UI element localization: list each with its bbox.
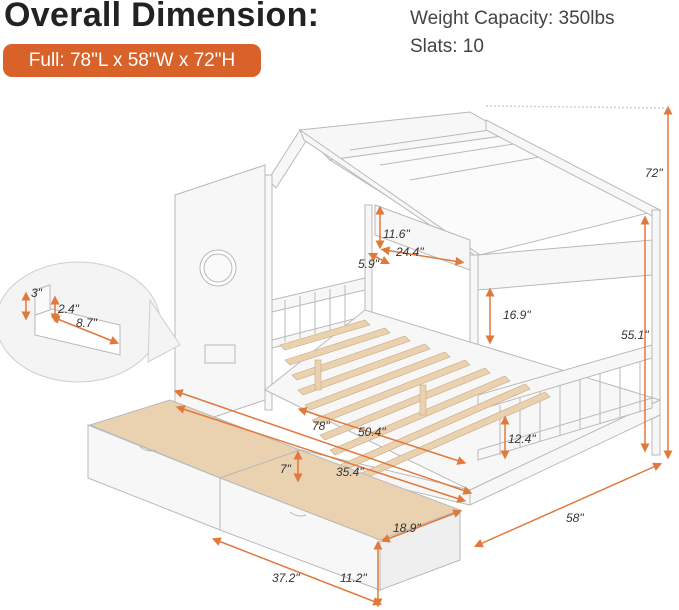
dim-window-height: 11.6" [383,227,410,241]
dim-side-height: 55.1" [621,328,649,342]
dim-detail-b: 2.4" [57,302,80,316]
side-tray [204,344,236,364]
page-title: Overall Dimension: [4,0,320,34]
dim-rail-height: 12.4" [508,432,536,446]
dim-height: 72" [645,166,663,180]
weight-capacity: Weight Capacity: 350lbs [410,8,615,29]
dim-width: 58" [566,511,584,525]
slats-count: Slats: 10 [410,36,484,57]
dim-shelf-width: 24.4" [395,245,424,259]
headboard-panel [174,164,266,431]
dim-drawer-full-height: 11.2" [340,571,367,585]
dim-drawer-width: 37.2" [272,571,300,585]
roof-beam [267,129,309,189]
head-rail [271,277,366,313]
dim-inner-length: 50.4" [358,425,386,439]
side-shelf [477,239,653,291]
dim-drawer-depth: 35.4" [336,465,364,479]
dim-drawer-inner-width: 18.9" [393,521,421,535]
dimension-lines [21,105,673,608]
dim-length: 78" [312,419,330,433]
dim-detail-a: 3" [31,286,43,300]
dim-drawer-height: 7" [280,462,292,476]
dim-shelf-clearance: 16.9" [503,308,531,322]
size-badge: Full: 78"L x 58"W x 72"H [3,44,261,77]
dim-shelf-depth: 5.9" [358,257,380,271]
dimension-labels: 72" 11.6" 24.4" 5.9" 16.9" 55.1" 3" 2.4"… [31,166,663,585]
dim-detail-c: 8.7" [76,316,98,330]
